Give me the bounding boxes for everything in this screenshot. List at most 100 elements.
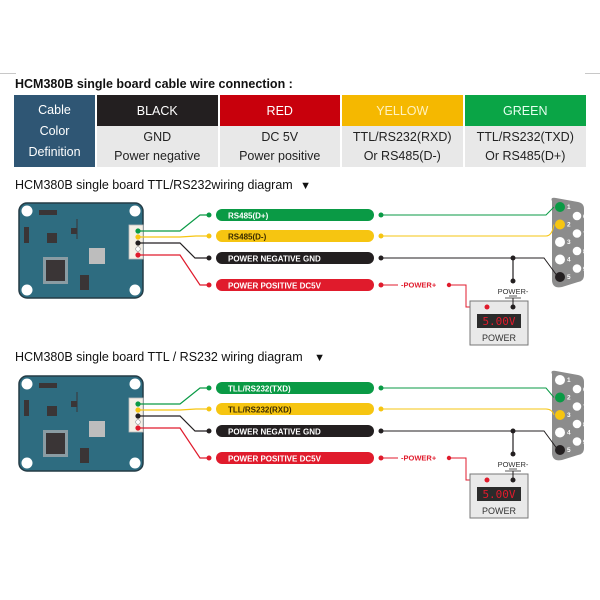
wire-label-pill <box>216 209 374 221</box>
green-signal-line <box>381 387 555 398</box>
wire-label-pill <box>216 403 374 415</box>
wire-end-dot <box>206 233 212 239</box>
chip-component <box>71 401 77 407</box>
triangle-down-icon: ▼ <box>300 180 312 192</box>
cable-color-table: Cable Color Definition BLACK RED YELLOW … <box>14 95 586 167</box>
mounting-hole <box>129 284 141 296</box>
db9-pin <box>555 410 565 420</box>
sensor-window <box>89 248 105 264</box>
black-wire <box>140 415 208 432</box>
definition-line: TTL/RS232(TXD) <box>476 129 574 144</box>
db9-pin-number: 5 <box>567 447 571 454</box>
chip-component <box>80 448 89 463</box>
wire-label: POWER POSITIVE DC5V <box>228 455 322 464</box>
db9-pin-number: 4 <box>567 257 571 264</box>
db9-pin <box>572 264 582 273</box>
db9-pin-number: 2 <box>567 222 571 229</box>
db9-pin-number: 7 <box>583 231 587 238</box>
wire-end-dot <box>206 455 212 461</box>
power-supply-label: POWER <box>482 506 517 516</box>
wire-label-pill <box>216 279 374 291</box>
sensor-window <box>89 421 105 437</box>
top-rule-right <box>585 73 600 74</box>
db9-pin <box>555 254 565 265</box>
wire-end-dot <box>206 255 212 261</box>
db9-pin-number: 9 <box>583 266 587 273</box>
connector-pin <box>135 401 141 407</box>
db9-pin <box>572 419 582 429</box>
yellow-wire <box>140 235 208 238</box>
yellow-wire <box>140 408 208 411</box>
page-title: HCM380B single board cable wire connecti… <box>15 77 293 91</box>
db9-pin-number: 2 <box>567 395 571 402</box>
sensor-board <box>18 375 144 472</box>
mounting-hole <box>21 457 33 469</box>
wire-label-pill <box>216 230 374 242</box>
db9-pin <box>572 384 582 394</box>
diagram-2-title: HCM380B single board TTL / RS232 wiring … <box>15 350 325 364</box>
connector-pin <box>135 413 141 419</box>
definition-line: TTL/RS232(RXD) <box>352 129 452 144</box>
chip-component <box>24 227 29 243</box>
mounting-hole <box>21 378 33 390</box>
label-line: Definition <box>28 144 81 159</box>
definition-line: Power positive <box>239 148 321 163</box>
chip-component <box>39 210 57 215</box>
wire-label: RS485(D+) <box>228 212 269 221</box>
terminal-positive <box>484 477 490 483</box>
ground-signal-line <box>381 430 559 451</box>
chip-component <box>24 400 29 416</box>
definition-line: Or RS485(D-) <box>363 148 441 163</box>
mcu-chip <box>46 260 65 281</box>
voltage-display <box>477 487 521 501</box>
top-rule-left <box>0 73 16 74</box>
green-wire <box>140 387 208 405</box>
db9-pin <box>555 202 565 212</box>
red-wire <box>140 254 208 286</box>
green-signal-line <box>381 206 555 216</box>
connector-pin <box>135 419 141 425</box>
db9-pin-number: 1 <box>567 204 571 211</box>
chip-component <box>47 406 57 416</box>
wiring-diagram-2: TLL/RS232(TXD)TLL/RS232(RXD)POWER NEGATI… <box>18 370 587 519</box>
db9-pin <box>572 246 582 256</box>
chip-component <box>71 228 77 234</box>
triangle-down-icon: ▼ <box>314 352 326 364</box>
connector-pin <box>135 240 141 246</box>
wire-label-pill <box>216 252 374 264</box>
connector-pin <box>135 425 141 431</box>
db9-pin <box>555 219 565 230</box>
yellow-signal-line <box>381 408 555 416</box>
wiring-diagram-1: RS485(D+)RS485(D-)POWER NEGATIVE GNDPOWE… <box>18 197 587 346</box>
db9-pin-number: 5 <box>567 274 571 281</box>
sensor-board <box>18 202 144 299</box>
db9-pin-number: 1 <box>567 377 571 384</box>
wire-label: TLL/RS232(RXD) <box>228 406 292 415</box>
wire-label: RS485(D-) <box>228 233 267 242</box>
definition-yellow: TTL/RS232(RXD) Or RS485(D-) <box>340 126 464 167</box>
mounting-hole <box>21 205 33 217</box>
wire-label: TLL/RS232(TXD) <box>228 385 291 394</box>
definition-line: GND <box>143 129 172 144</box>
wire-end-dot <box>206 385 212 391</box>
wire-end-dot <box>206 282 212 288</box>
db9-pin-number: 4 <box>567 430 571 437</box>
diagram-title-text: HCM380B single board TTL / RS232 wiring … <box>15 350 303 364</box>
wire-label: POWER POSITIVE DC5V <box>228 282 322 291</box>
red-wire <box>140 427 208 459</box>
wire-end-dot <box>206 406 212 412</box>
wire-end-dot <box>378 282 384 288</box>
yellow-signal-line <box>381 224 555 237</box>
db9-pin <box>555 427 565 438</box>
db9-pin <box>555 375 565 385</box>
voltage-reading: 5.00V <box>482 315 515 328</box>
connector-pin <box>135 252 141 258</box>
power-plus-label: -POWER+ <box>401 281 437 290</box>
black-wire <box>140 242 208 259</box>
wire-label-pill <box>216 452 374 464</box>
db9-pin <box>572 437 582 446</box>
db9-pin <box>555 392 565 403</box>
mounting-hole <box>129 205 141 217</box>
